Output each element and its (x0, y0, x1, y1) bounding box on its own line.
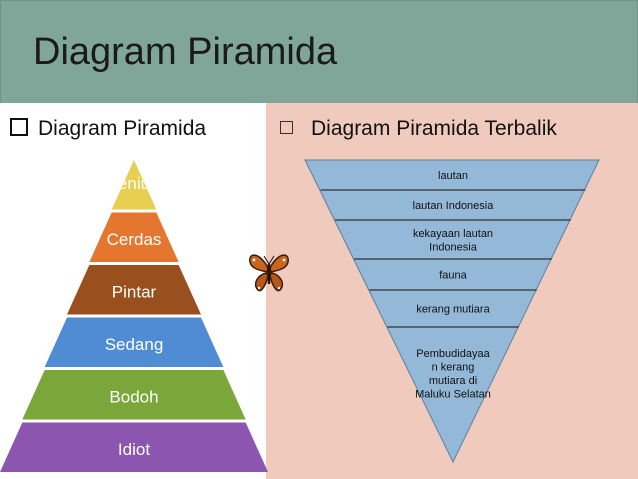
inverted-level-label: kerang mutiara (416, 304, 490, 316)
checkbox-bullet-icon (10, 118, 28, 136)
pyramid-level-6 (0, 422, 268, 472)
title-bar: Diagram Piramida (0, 0, 638, 105)
pyramid-level-label: Sedang (105, 335, 164, 354)
left-heading-text: Diagram Piramida (38, 117, 207, 140)
inverted-pyramid-shape (304, 159, 600, 464)
left-section-heading: Diagram Piramida (10, 117, 206, 141)
pyramid-level-2 (89, 212, 179, 262)
inverted-level-label: n kerang (432, 362, 475, 374)
pyramid-level-3 (67, 265, 201, 315)
inverted-level-label: kekayaan lautan (413, 228, 493, 240)
pyramid-level-5 (22, 370, 246, 420)
pyramid-level-label: Jenius (109, 174, 158, 193)
pyramid-level-1 (111, 160, 157, 210)
right-heading-text: Diagram Piramida Terbalik (311, 117, 557, 140)
butterfly-icon (249, 254, 289, 292)
inverted-level-label: Maluku Selatan (415, 389, 491, 401)
pyramid-level-label: Idiot (118, 440, 150, 459)
pyramid-level-label: Pintar (112, 283, 157, 302)
right-section-heading: Diagram Piramida Terbalik (280, 117, 557, 141)
inverted-level-label: lautan (438, 170, 468, 182)
inverted-level-label: fauna (439, 270, 467, 282)
pyramid-level-label: Bodoh (109, 388, 158, 407)
inverted-level-label: lautan Indonesia (413, 200, 495, 212)
pyramid-level-4 (44, 317, 224, 367)
slide-title: Diagram Piramida (33, 31, 338, 73)
inverted-level-label: Pembudidayaa (416, 348, 490, 360)
inverted-level-label: mutiara di (429, 375, 477, 387)
square-bullet-icon (280, 121, 293, 134)
inverted-level-label: Indonesia (429, 241, 478, 253)
pyramid-level-label: Cerdas (107, 230, 162, 249)
